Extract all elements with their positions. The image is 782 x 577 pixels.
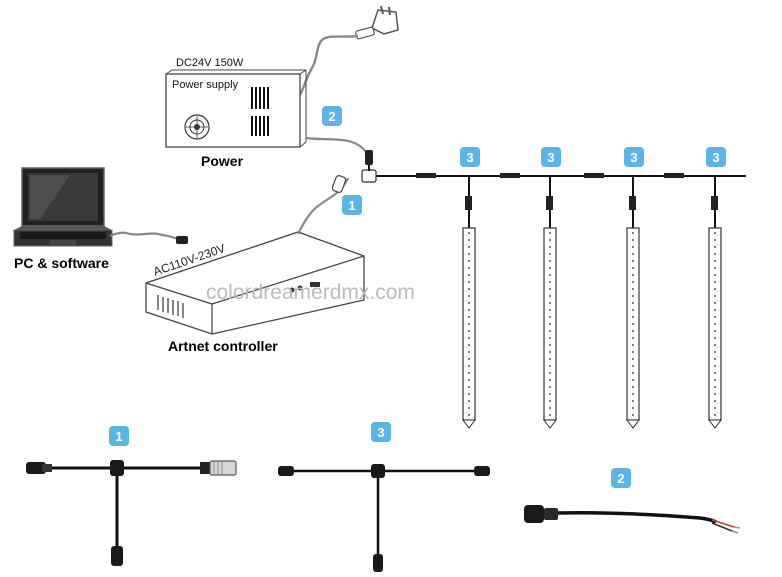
power-supply-box <box>165 69 307 148</box>
badge-2-accessory <box>611 468 631 488</box>
t-junction-main <box>361 169 377 183</box>
badge-3-tube-4 <box>706 147 726 167</box>
accessory-2-power-cable: 2 <box>524 468 741 534</box>
controller-ports <box>289 282 320 293</box>
badge-2-power: 2 <box>322 106 342 126</box>
svg-text:1: 1 <box>348 198 355 213</box>
fan-icon <box>184 114 210 140</box>
led-tube-4: 3 <box>706 147 726 429</box>
inline-connectors <box>416 173 684 178</box>
svg-text:3: 3 <box>466 150 473 165</box>
pc-software-label: PC & software <box>14 255 109 271</box>
power-spec-label: DC24V 150W <box>176 57 244 69</box>
badge-1-controller: 1 <box>342 195 362 215</box>
power-output-cable <box>305 136 370 159</box>
badge-3-tube-1 <box>460 147 480 167</box>
svg-text:2: 2 <box>328 109 335 124</box>
svg-text:3: 3 <box>630 150 637 165</box>
controller-vent-left <box>157 295 184 318</box>
signal-connector <box>331 175 347 193</box>
svg-text:3: 3 <box>547 150 554 165</box>
svg-text:2: 2 <box>617 471 624 486</box>
badge-3-tube-3 <box>624 147 644 167</box>
power-supply-label: Power supply <box>172 79 239 91</box>
svg-text:3: 3 <box>377 425 384 440</box>
vent-grille-bottom <box>251 116 269 136</box>
laptop-cable <box>109 231 181 241</box>
laptop-cable-connector <box>176 236 188 244</box>
svg-text:3: 3 <box>712 150 719 165</box>
mains-cable <box>298 34 359 96</box>
laptop-icon <box>13 167 113 247</box>
power-label: Power <box>201 153 244 169</box>
power-plug-icon <box>355 5 399 40</box>
accessory-3-t-connector: 3 <box>278 422 490 572</box>
accessory-1-t-connector: 1 <box>26 426 237 566</box>
power-connector <box>365 150 373 165</box>
led-tube-2: 3 <box>541 147 561 429</box>
watermark: colordreamerdmx.com <box>206 281 415 304</box>
badge-3-tube-2 <box>541 147 561 167</box>
badge-1-accessory <box>109 426 129 446</box>
svg-text:1: 1 <box>115 429 122 444</box>
vent-grille-top <box>250 87 270 109</box>
artnet-controller-label: Artnet controller <box>168 338 278 354</box>
led-tube-1: 3 <box>460 147 480 429</box>
led-tube-3: 3 <box>624 147 644 429</box>
badge-3-accessory <box>371 422 391 442</box>
